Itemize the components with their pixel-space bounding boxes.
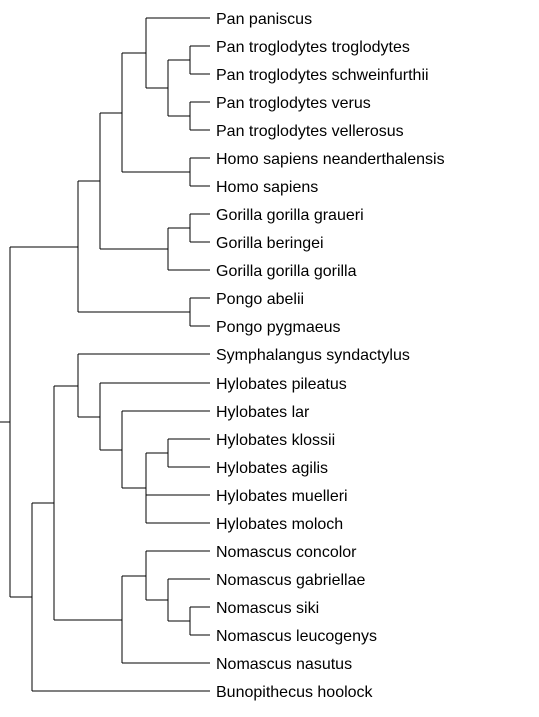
taxon-label: Pan troglodytes verus — [216, 95, 371, 112]
taxon-label: Homo sapiens — [216, 179, 318, 196]
taxon-label: Hylobates lar — [216, 404, 310, 421]
taxon-label: Pan troglodytes schweinfurthii — [216, 67, 429, 84]
taxon-label: Hylobates moloch — [216, 516, 343, 533]
taxon-label: Gorilla gorilla graueri — [216, 207, 364, 224]
taxon-label: Pan paniscus — [216, 11, 312, 28]
taxon-label: Pongo pygmaeus — [216, 319, 341, 336]
taxon-label: Hylobates muelleri — [216, 488, 348, 505]
taxon-label: Hylobates pileatus — [216, 376, 347, 393]
taxon-label: Nomascus gabriellae — [216, 572, 366, 589]
taxon-label: Hylobates agilis — [216, 460, 328, 477]
taxon-label: Nomascus nasutus — [216, 656, 352, 673]
taxon-label: Pan troglodytes troglodytes — [216, 39, 410, 56]
taxon-label: Bunopithecus hoolock — [216, 684, 374, 701]
taxon-label: Hylobates klossii — [216, 432, 335, 449]
taxon-label: Nomascus siki — [216, 600, 319, 617]
taxon-label: Gorilla beringei — [216, 235, 324, 252]
taxon-label: Nomascus concolor — [216, 544, 357, 561]
taxon-label: Nomascus leucogenys — [216, 628, 377, 645]
taxon-label: Gorilla gorilla gorilla — [216, 263, 357, 280]
taxon-label: Symphalangus syndactylus — [216, 347, 410, 364]
taxon-label: Pan troglodytes vellerosus — [216, 123, 404, 140]
tree-branches — [0, 17, 210, 692]
taxon-label: Homo sapiens neanderthalensis — [216, 151, 445, 168]
taxon-label: Pongo abelii — [216, 291, 304, 308]
